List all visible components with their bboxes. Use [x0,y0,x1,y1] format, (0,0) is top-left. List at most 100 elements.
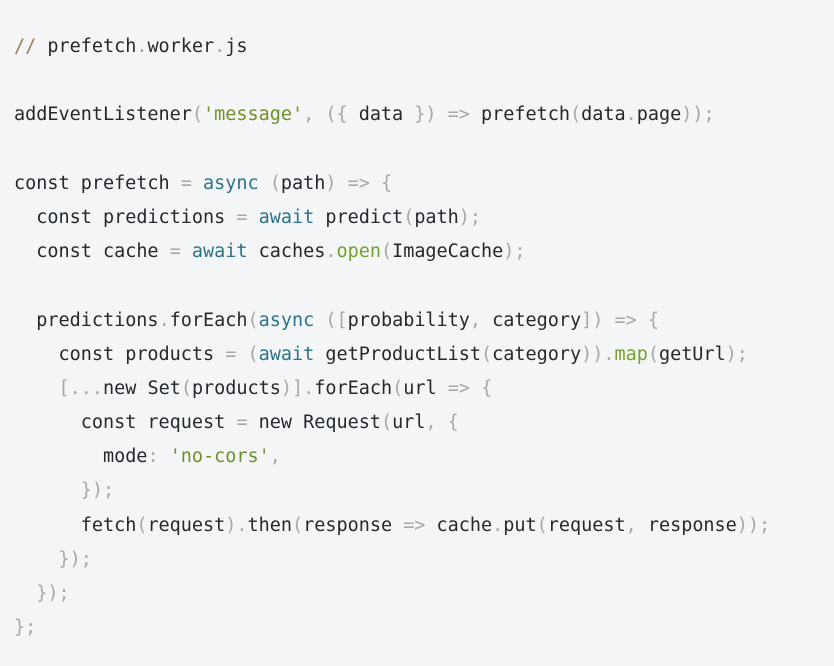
token-string: 'message' [203,104,304,126]
token-punct: ; [736,343,748,365]
token-plain: new [102,377,137,399]
token-punct: ( [481,343,493,365]
token-punct: ) [225,514,237,536]
token-plain: url [392,412,426,434]
code-line-18: }; [14,611,834,645]
code-line-16: }); [14,543,834,577]
token-punct: { [336,104,348,126]
token-comment: // [14,36,37,57]
token-plain: caches [247,241,326,263]
code-line-7: const cache = await caches.open(ImageCac… [14,235,834,269]
token-string: 'no-cors' [169,446,270,468]
code-line-14: }); [14,474,834,508]
code-line-12: const request = new Request(url, { [14,406,834,440]
token-punct: ( [292,514,304,536]
token-punct: . [325,241,337,263]
token-plain: prefetch [36,36,137,57]
token-punct: [... [58,377,103,399]
token-punct: ; [703,104,715,126]
token-plain: category [492,343,582,365]
token-punct: = [225,343,237,365]
token-plain: path [414,206,459,228]
token-plain: response [303,514,404,536]
token-plain [370,173,381,194]
token-punct: ( [191,104,204,126]
token-punct: , [425,412,448,434]
token-punct: ( [392,377,404,399]
token-punct: . [303,377,315,399]
token-punct: , [303,104,326,126]
token-plain [181,241,192,262]
token-punct: }); [80,480,115,502]
token-plain [314,310,325,331]
token-plain: request [136,412,237,434]
token-punct: ( [247,343,259,365]
token-plain: forEach [169,309,248,331]
token-plain: request [547,514,626,536]
code-line-15: fetch(request).then(response => cache.pu… [14,509,834,543]
token-plain: Request [291,412,381,434]
token-plain [259,173,270,194]
token-punct: ( [536,514,548,536]
token-plain: products [114,343,226,365]
token-keyword: async [203,172,259,194]
token-punct: ( [380,412,393,434]
token-plain: prefetch [69,172,181,194]
token-plain: response [647,514,737,536]
token-plain: cache [425,514,493,536]
token-punct: ( [380,241,393,263]
token-punct: { [447,412,459,434]
token-plain: mode [102,446,148,468]
token-punct: { [481,377,493,399]
token-punct: { [647,309,659,331]
token-punct: ( [247,309,259,331]
token-punct: => [347,172,370,194]
token-punct: )] [280,377,304,399]
code-line-6: const predictions = await predict(path); [14,201,834,235]
code-line-8 [14,269,834,303]
token-punct: : [147,446,170,468]
token-plain: products [191,377,281,399]
token-keyword: async [258,309,315,331]
token-punct: = [180,172,192,194]
token-plain: worker [147,36,215,57]
token-plain: probability [347,309,470,331]
token-punct: ; [469,206,482,228]
token-punct: )) [736,514,760,536]
code-line-1: // prefetch.worker.js [14,30,834,64]
token-punct: => [614,309,637,331]
code-line-3: addEventListener('message', ({ data }) =… [14,98,834,132]
token-punct: ([ [325,309,348,331]
token-plain: const [58,343,115,365]
code-line-11: [...new Set(products)].forEach(url => { [14,372,834,406]
token-plain [637,310,648,331]
code-block[interactable]: // prefetch.worker.js addEventListener('… [14,30,834,645]
token-punct: ) [503,241,515,263]
token-plain: getProductList [314,343,482,365]
token-punct: ( [325,104,337,126]
token-punct: )) [581,343,604,365]
token-plain: js [225,36,248,57]
token-punct: , [625,514,648,536]
token-plain: data [581,104,626,126]
token-punct: . [214,36,226,57]
token-plain: predict [314,206,404,228]
token-plain: then [247,514,293,536]
token-punct: ]) [581,309,615,331]
token-plain: addEventListener [14,104,192,126]
token-punct: . [158,309,170,331]
code-line-9: predictions.forEach(async ([probability,… [14,304,834,338]
token-punct: ( [269,172,281,194]
token-punct: => [447,104,470,126]
code-line-2 [14,64,834,98]
token-punct: ( [180,377,192,399]
token-punct: = [169,241,181,263]
token-plain: prefetch [469,104,570,126]
token-punct: ) [458,206,470,228]
token-plain: const [14,172,70,194]
token-punct: }; [14,617,37,639]
token-punct: . [603,343,615,365]
token-punct: = [236,412,248,434]
token-plain [248,207,259,228]
